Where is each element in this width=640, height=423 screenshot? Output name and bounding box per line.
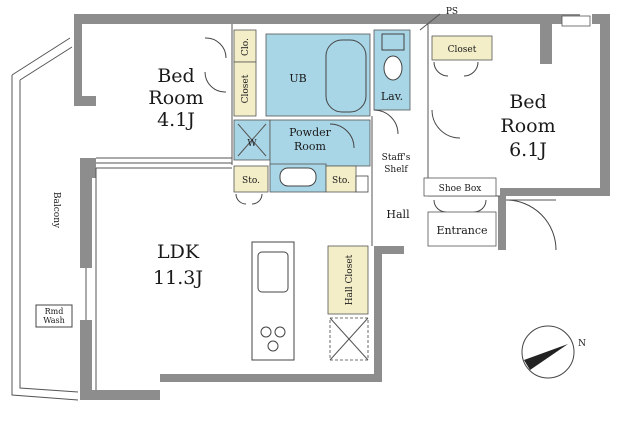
shoe-box-label: Shoe Box: [439, 184, 482, 194]
entrance-label: Entrance: [436, 224, 487, 237]
powder-line1: Powder: [289, 126, 332, 139]
sto-left-label: Sto.: [242, 176, 260, 186]
compass-label: N: [578, 339, 586, 349]
bedroom-large: Closet Bed Room 6.1J: [427, 15, 591, 197]
bathtub-icon: [325, 39, 367, 113]
closet-small-side: [233, 61, 257, 117]
ub-label: UB: [289, 72, 306, 85]
hall: Staff's Shelf Hall: [371, 109, 411, 246]
ldk-label: LDK: [157, 241, 200, 263]
hall-label: Hall: [386, 208, 410, 221]
compass-arrow-icon: [524, 344, 568, 370]
closet-small-top-label: Clo.: [241, 38, 251, 56]
entrance: Shoe Box Entrance: [423, 177, 557, 251]
lav-label: Lav.: [381, 90, 403, 103]
lavatory: Lav. PS: [373, 7, 458, 111]
compass-circle: [521, 325, 575, 379]
bed-small-size: 4.1J: [157, 109, 195, 131]
powder-line2: Room: [294, 140, 327, 153]
ldk: LDK 11.3J: [85, 167, 295, 390]
balcony: [11, 37, 79, 401]
bed-large-line2: Room: [500, 115, 555, 137]
sink-icon: [381, 33, 405, 51]
closet-large: [431, 35, 493, 61]
bedroom-small: Bed Room 4.1J Clo. Closet: [96, 24, 257, 165]
bed-large-size: 6.1J: [509, 139, 547, 161]
powder-room: W Powder Room Sto. Sto.: [233, 119, 371, 205]
hall-closet-label: Hall Closet: [345, 254, 355, 305]
compass: N: [521, 325, 586, 379]
unit-bath: UB: [265, 33, 371, 117]
shoe-box: [423, 177, 497, 197]
closet-large-label: Closet: [448, 45, 477, 55]
storage-left: [233, 165, 269, 193]
kitchen-counter: [251, 241, 295, 361]
bed-small-line2: Room: [148, 87, 203, 109]
hall-closet: Hall Closet: [327, 245, 369, 361]
sto-right-label: Sto.: [332, 176, 350, 186]
wm-label: W: [247, 139, 257, 149]
shelf-line1: Staff's: [382, 153, 411, 163]
outdoor-unit-line1: Rmd: [45, 307, 64, 316]
basin-icon: [279, 167, 317, 187]
ps-label: PS: [446, 7, 458, 17]
toilet-icon: [383, 55, 403, 81]
bed-large-line1: Bed: [509, 91, 546, 113]
ldk-size: 11.3J: [153, 267, 203, 289]
burner-icon: [260, 326, 272, 338]
outdoor-unit-icon: [35, 304, 73, 328]
balcony-label: Balcony: [51, 192, 61, 229]
closet-small-side-label: Closet: [241, 74, 251, 103]
bed-small-line1: Bed: [157, 65, 194, 87]
outer-walls: [74, 14, 610, 400]
shelf-line2: Shelf: [384, 165, 408, 175]
outdoor-unit-line2: Wash: [43, 316, 65, 325]
kitchen-sink-icon: [257, 251, 289, 293]
